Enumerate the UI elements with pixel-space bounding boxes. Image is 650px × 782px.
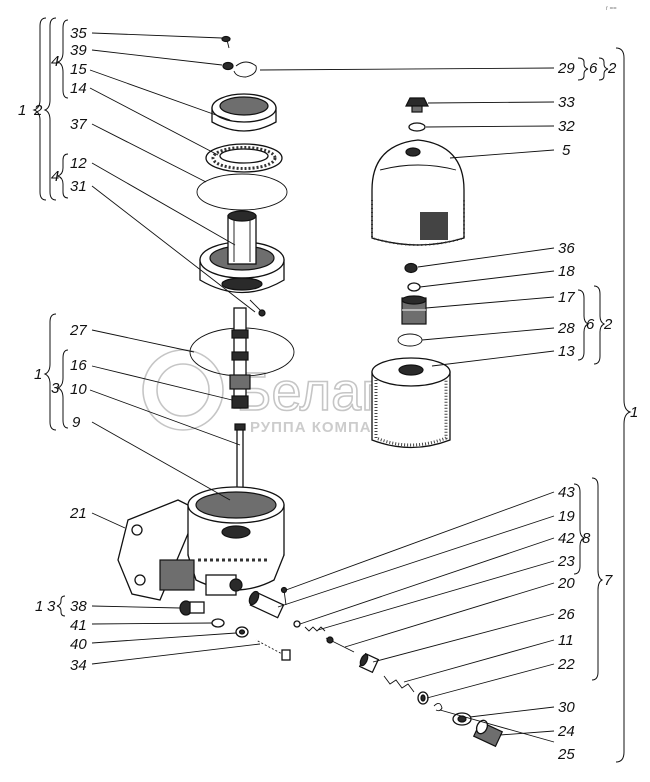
group-label-1d: 1 <box>630 404 638 421</box>
part-30-washer <box>452 712 472 726</box>
label-29: 29 <box>557 60 575 77</box>
group-label-2b: 2 <box>607 60 617 77</box>
part-39-washer <box>222 61 234 71</box>
label-27: 27 <box>69 322 87 339</box>
group-label-1b: 1 <box>34 366 42 383</box>
label-35: 35 <box>70 25 87 42</box>
group-label-1a: 1 <box>18 102 26 119</box>
label-11: 11 <box>558 632 574 649</box>
watermark-logo-ring <box>142 349 224 431</box>
label-18: 18 <box>558 263 575 280</box>
part-5-cap <box>371 139 465 246</box>
part-37-o-ring <box>196 173 288 211</box>
label-16: 16 <box>70 357 87 374</box>
label-13: 13 <box>558 343 575 360</box>
label-12: 12 <box>70 155 87 172</box>
label-9: 9 <box>72 414 81 431</box>
part-17-fitting <box>401 295 427 325</box>
part-43-pin <box>280 586 288 606</box>
label-40: 40 <box>70 636 87 653</box>
part-20-plunger <box>325 636 355 653</box>
part-26-cup <box>358 652 380 674</box>
part-15-cap <box>211 93 277 132</box>
label-28: 28 <box>557 320 575 337</box>
label-10: 10 <box>70 381 87 398</box>
label-38: 38 <box>70 598 87 615</box>
group-label-8: 8 <box>582 530 591 547</box>
group-label-6a: 6 <box>589 60 598 77</box>
part-29-snap-ring <box>233 61 257 78</box>
part-12-rotor <box>199 210 285 294</box>
watermark-logo-inner <box>156 363 210 417</box>
label-23: 23 <box>557 553 575 570</box>
label-26: 26 <box>557 606 575 623</box>
part-36-nut <box>404 262 418 274</box>
label-36: 36 <box>558 240 575 257</box>
part-18-washer <box>407 282 421 292</box>
part-23-spring <box>304 626 326 632</box>
label-20: 20 <box>557 575 575 592</box>
label-24: 24 <box>557 723 575 740</box>
corner-mark: r == <box>606 6 617 12</box>
label-15: 15 <box>70 61 87 78</box>
label-37: 37 <box>70 116 87 133</box>
part-13-filter <box>371 357 451 449</box>
group-label-2c: 2 <box>603 316 613 333</box>
part-35-screw <box>221 35 231 49</box>
part-24-plug <box>472 719 504 748</box>
label-43: 43 <box>558 484 575 501</box>
part-41-washer <box>211 618 225 628</box>
left-group-braces: 1 2 4 4 1 3 1 3 <box>18 17 69 617</box>
part-19-sleeve <box>248 590 285 619</box>
watermark-subline: РУППА КОМПАН <box>250 419 383 436</box>
label-25: 25 <box>557 746 575 763</box>
part-21-housing <box>117 486 285 601</box>
label-30: 30 <box>558 699 575 716</box>
right-group-braces: 6 2 6 2 8 7 1 <box>573 47 638 763</box>
part-11-spring <box>383 675 415 693</box>
part-38-plug <box>179 600 205 616</box>
part-25-clip <box>433 703 443 712</box>
part-31-screw <box>249 299 266 317</box>
part-9-tube <box>234 423 246 493</box>
part-14-bearing <box>205 143 283 173</box>
label-42: 42 <box>558 530 575 547</box>
group-label-3b: 3 <box>47 598 56 615</box>
label-14: 14 <box>70 80 87 97</box>
label-34: 34 <box>70 657 87 674</box>
group-label-7: 7 <box>604 572 613 589</box>
label-21: 21 <box>69 505 87 522</box>
label-32: 32 <box>558 118 575 135</box>
group-label-4b: 4 <box>51 168 59 185</box>
group-label-6b: 6 <box>586 316 595 333</box>
left-labels: 35 39 15 14 37 12 31 27 16 10 9 21 38 41… <box>69 25 87 674</box>
label-31: 31 <box>70 178 87 195</box>
label-39: 39 <box>70 42 87 59</box>
right-labels: 29 33 32 5 36 18 17 28 13 43 19 42 23 20… <box>557 60 575 763</box>
part-32-washer <box>408 122 426 132</box>
group-label-4a: 4 <box>51 53 59 70</box>
part-22-washer <box>417 691 429 705</box>
label-19: 19 <box>558 508 575 525</box>
part-16-axle <box>229 307 251 409</box>
label-5: 5 <box>562 142 571 159</box>
label-22: 22 <box>557 656 575 673</box>
group-label-3a: 3 <box>51 380 60 397</box>
group-label-2a: 2 <box>33 102 43 119</box>
part-42-ball <box>293 620 301 628</box>
leader-lines <box>89 32 555 743</box>
label-17: 17 <box>558 289 575 306</box>
group-label-1c: 1 <box>35 598 43 615</box>
label-33: 33 <box>558 94 575 111</box>
part-34-bolt <box>255 638 291 661</box>
label-41: 41 <box>70 617 87 634</box>
part-33-plug <box>405 97 429 113</box>
part-40-nut <box>235 626 249 638</box>
part-28-ring <box>397 333 423 347</box>
